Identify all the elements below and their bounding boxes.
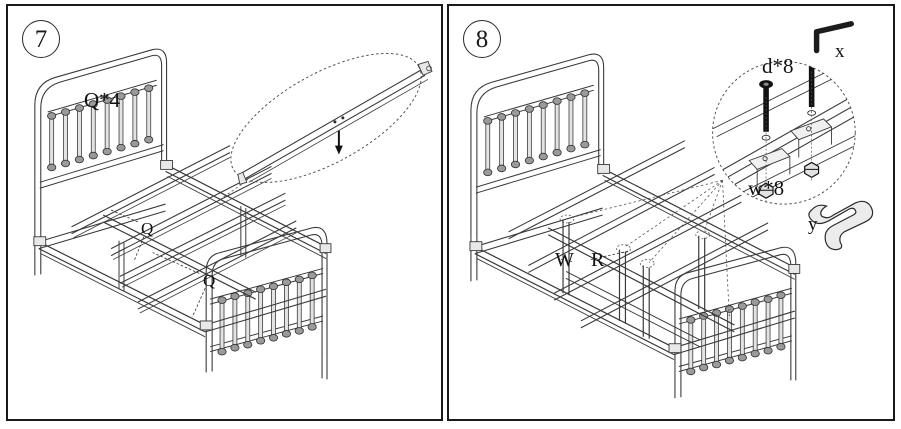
headboard (34, 48, 168, 276)
slats-and-center-support (508, 140, 769, 348)
step-number-badge-7: 7 (22, 20, 60, 58)
step-number-text: 8 (475, 25, 489, 53)
part-label-w: W (555, 249, 574, 271)
wrench-label: y (808, 214, 818, 235)
step-number-text: 7 (34, 25, 48, 53)
tool-hex-key-icon (813, 21, 854, 54)
part-label-r: R (591, 249, 605, 271)
step-number-badge-8: 8 (463, 20, 501, 58)
insert-direction-arrow (334, 130, 343, 155)
footboard (674, 246, 797, 399)
nut-quantity-label: w*8 (748, 176, 785, 200)
step-7-diagram (33, 48, 433, 380)
center-support-and-slats (71, 145, 297, 314)
tool-wrench-icon (808, 200, 874, 251)
bolt-icon-left (759, 80, 774, 132)
hardware-detail-callout (712, 60, 856, 205)
slat-callout-ellipse (218, 52, 433, 201)
headboard-spindles (483, 89, 590, 177)
slat-quantity-label: Q*4 (84, 88, 121, 112)
detail-callout-leader-lines (573, 179, 730, 319)
step-8-diagram (469, 21, 874, 399)
part-label-q-lower: Q (203, 271, 216, 290)
instruction-panel-step-7: 7 (6, 4, 443, 421)
nut-icon-right (804, 161, 820, 179)
part-leader-lines-q (110, 209, 206, 318)
bolt-quantity-label: d*8 (762, 54, 794, 78)
footboard-spindles (686, 291, 786, 376)
headboard (470, 53, 605, 282)
footboard (205, 226, 328, 380)
hex-key-label: x (835, 41, 845, 62)
instruction-panel-step-8: 8 (447, 4, 895, 421)
part-label-q-upper: Q (141, 219, 154, 238)
nut-icon-left (758, 182, 774, 199)
